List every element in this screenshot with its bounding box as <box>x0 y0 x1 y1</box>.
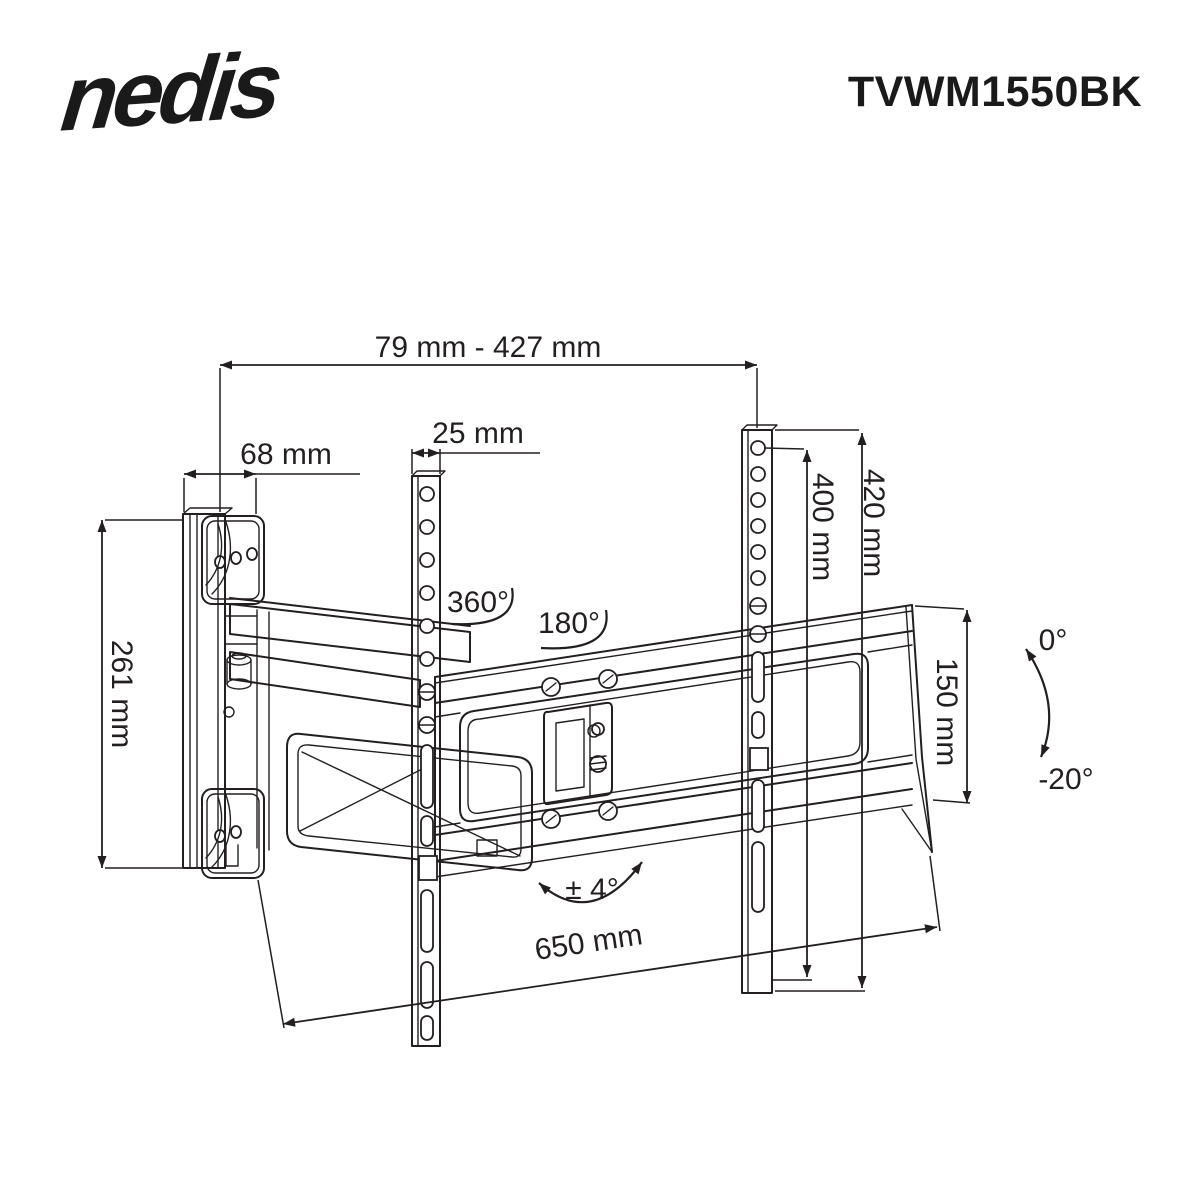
dim-bracket-width-label: 650 mm <box>533 918 645 967</box>
mounting-clamp-top <box>201 515 265 605</box>
angle-tv-swivel-label: 180° <box>538 607 600 640</box>
frame-top-edge <box>434 604 913 678</box>
frame-top-rail-bottom <box>434 630 913 704</box>
arm-side-plate <box>286 732 533 872</box>
angle-level-adjustment: ± 4° <box>538 861 643 906</box>
vesa-rail-right <box>741 424 778 994</box>
tv-frame <box>434 604 933 878</box>
angle-tv-swivel: 180° <box>538 607 608 650</box>
angle-arm-swivel-label: 360° <box>447 586 509 619</box>
dim-vesa-hole-height: 400 mm <box>764 447 839 981</box>
angle-tilt-down-label: -20° <box>1038 763 1093 796</box>
upper-arm <box>229 603 471 663</box>
dim-wall-plate-height-label: 261 mm <box>105 640 138 748</box>
wall-plate-column <box>182 513 226 869</box>
frame-bottom-rail-top <box>434 762 913 836</box>
pivot-bolt <box>226 652 252 690</box>
dim-rail-width: 25 mm <box>411 417 540 474</box>
dim-vesa-hole-height-label: 400 mm <box>806 473 839 581</box>
vesa-rail-left <box>411 470 446 1047</box>
frame-right-end <box>911 604 933 853</box>
product-code: TVWM1550BK <box>847 68 1142 116</box>
angle-arm-swivel: 360° <box>447 586 514 626</box>
dim-wall-plate-depth: 68 mm <box>183 438 360 514</box>
lower-arm <box>229 651 421 708</box>
angle-tilt: 0° -20° <box>1025 624 1094 796</box>
dim-rail-width-label: 25 mm <box>432 417 524 450</box>
frame-square-hole <box>476 839 498 857</box>
mounting-clamp-bottom <box>201 788 265 879</box>
dim-wall-plate-depth-label: 68 mm <box>240 438 332 471</box>
dim-frame-profile-height-label: 150 mm <box>930 658 963 766</box>
frame-bottom-rail-bottom <box>434 788 913 862</box>
dim-extension-range: 79 mm - 427 mm <box>219 331 758 512</box>
vesa-rail-left-body <box>411 475 441 1047</box>
dim-bracket-width: 650 mm <box>257 855 941 1029</box>
dim-bracket-total-height-label: 420 mm <box>857 469 890 577</box>
plate-hole <box>223 706 235 718</box>
frame-screws <box>541 669 618 829</box>
dim-wall-plate-height: 261 mm <box>97 519 182 869</box>
angle-tilt-up-label: 0° <box>1039 624 1068 657</box>
wall-plate <box>182 507 265 879</box>
dim-frame-profile-height: 150 mm <box>914 605 972 804</box>
upper-arm-lip <box>229 597 471 627</box>
dim-bracket-total-height: 420 mm <box>775 429 890 992</box>
dim-extension-range-label: 79 mm - 427 mm <box>375 331 602 364</box>
articulating-arms <box>224 597 533 872</box>
latch-detail <box>543 701 613 806</box>
